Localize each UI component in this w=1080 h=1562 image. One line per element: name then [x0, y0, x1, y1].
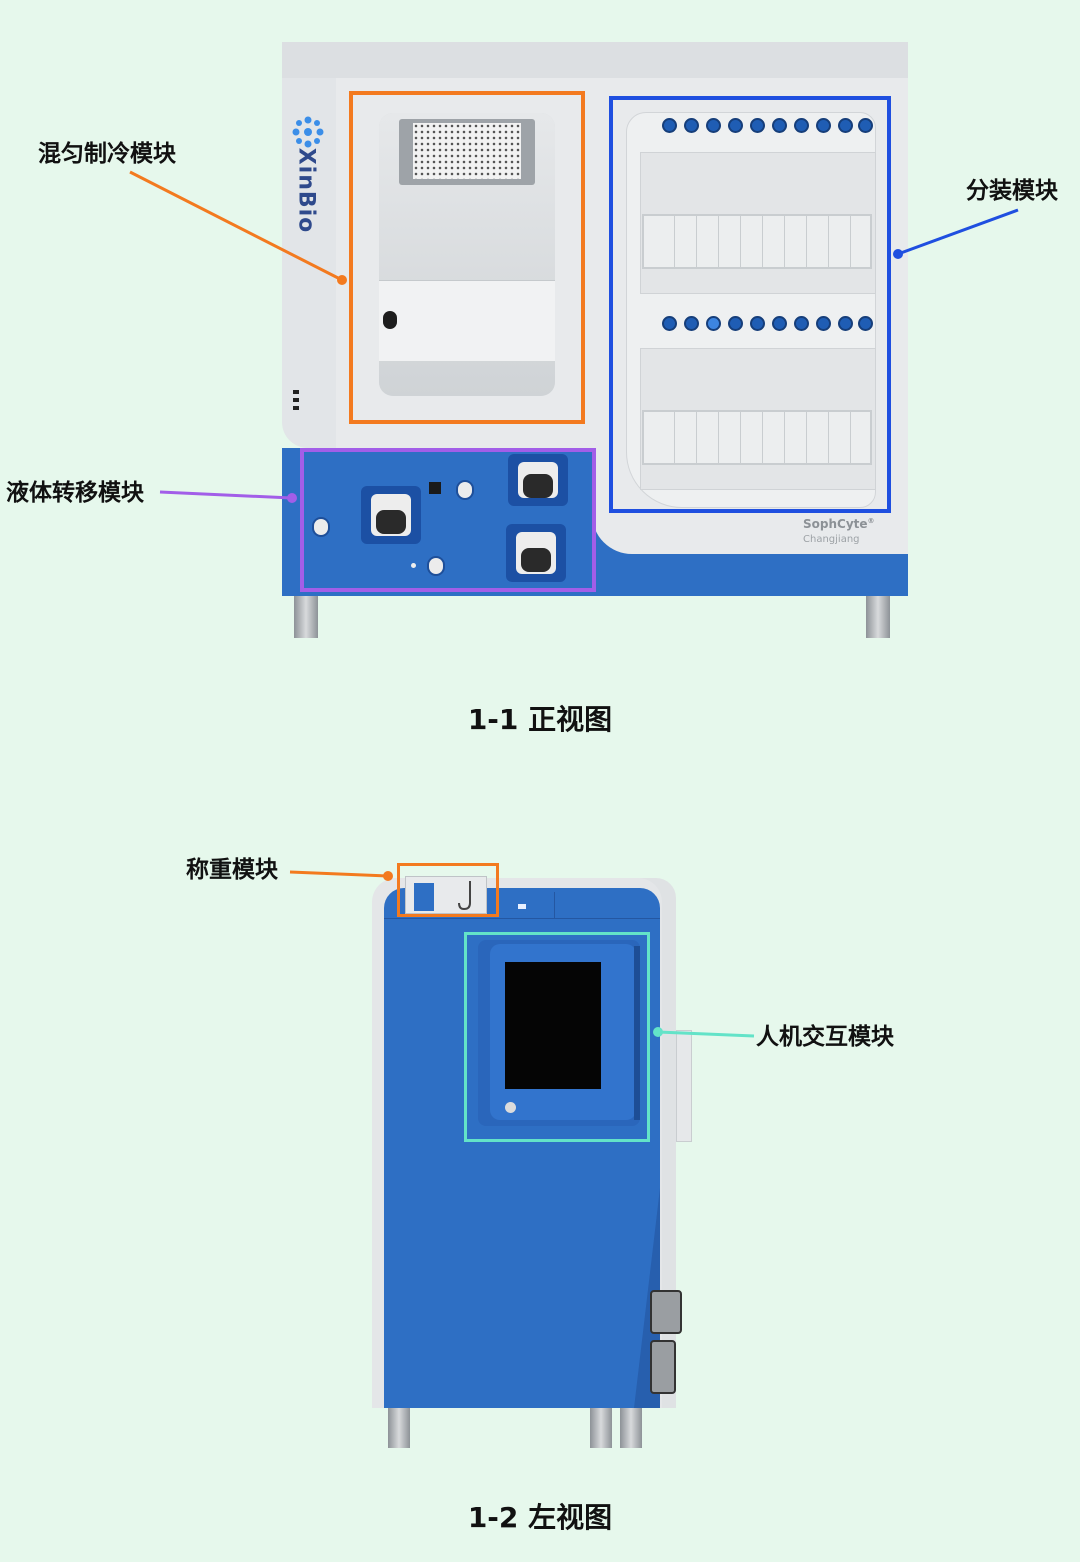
caption-front-view: 1-1 正视图 [467, 703, 613, 736]
caption-left-view: 1-2 左视图 [467, 1501, 613, 1534]
sensor-square [429, 482, 441, 494]
side-leg-3 [620, 1408, 642, 1448]
tube-rack-bottom [642, 410, 872, 465]
product-subname: Changjiang [803, 534, 860, 545]
label-liquid-transfer-module: 液体转移模块 [6, 480, 144, 506]
product-mark: ® [867, 517, 875, 525]
side-small-logo-icon [518, 904, 526, 909]
dispensing-module-box [609, 96, 891, 513]
vial-row-bottom [662, 316, 874, 334]
side-top-divider [554, 892, 555, 918]
sensor-dot [411, 563, 416, 568]
hmi-housing [478, 940, 640, 1126]
label-hmi-module: 人机交互模块 [756, 1024, 894, 1050]
mixer-box [379, 280, 555, 361]
liquid-transfer-module-box [300, 448, 596, 592]
hmi-hinge [634, 946, 640, 1120]
front-leg-left [294, 596, 318, 638]
side-valve-1 [650, 1290, 682, 1334]
side-leg-2 [590, 1408, 612, 1448]
weigh-cup [414, 883, 434, 911]
label-dispensing-module: 分装模块 [966, 178, 1058, 204]
vial-row-top [662, 118, 874, 136]
tube-rack-top [642, 214, 872, 269]
side-leader-lines [289, 870, 755, 1038]
front-leg-right [866, 596, 890, 638]
peristaltic-pump-1 [361, 486, 421, 544]
lock-icon [383, 311, 397, 329]
label-weighing-module: 称重模块 [186, 857, 278, 883]
knob-2 [458, 482, 472, 498]
knob-3 [429, 558, 443, 574]
peristaltic-pump-2 [508, 454, 568, 506]
product-name: SophCyte® [803, 517, 875, 531]
left-view [0, 820, 1080, 1480]
fan-grille [399, 119, 535, 185]
label-mixing-cooling-module: 混匀制冷模块 [38, 141, 176, 167]
weighing-module-box [397, 863, 499, 917]
side-handle [676, 1030, 692, 1142]
front-leader-lines [129, 170, 1019, 503]
hmi-power-button [505, 1102, 516, 1113]
weigh-hook-icon [458, 881, 471, 911]
product-name-text: SophCyte [803, 517, 868, 531]
mixing-window [379, 113, 555, 396]
side-top-strip [384, 888, 660, 919]
usb-ports [293, 390, 299, 410]
side-leg-1 [388, 1408, 410, 1448]
hmi-module-box [464, 932, 650, 1142]
side-valve-2 [650, 1340, 676, 1394]
weighing-area [405, 876, 487, 914]
mixing-cooling-module-box [349, 91, 585, 424]
xinbio-logo-icon [292, 116, 324, 148]
peristaltic-pump-3 [506, 524, 566, 582]
hmi-screen [505, 962, 601, 1089]
knob-1 [314, 519, 328, 535]
